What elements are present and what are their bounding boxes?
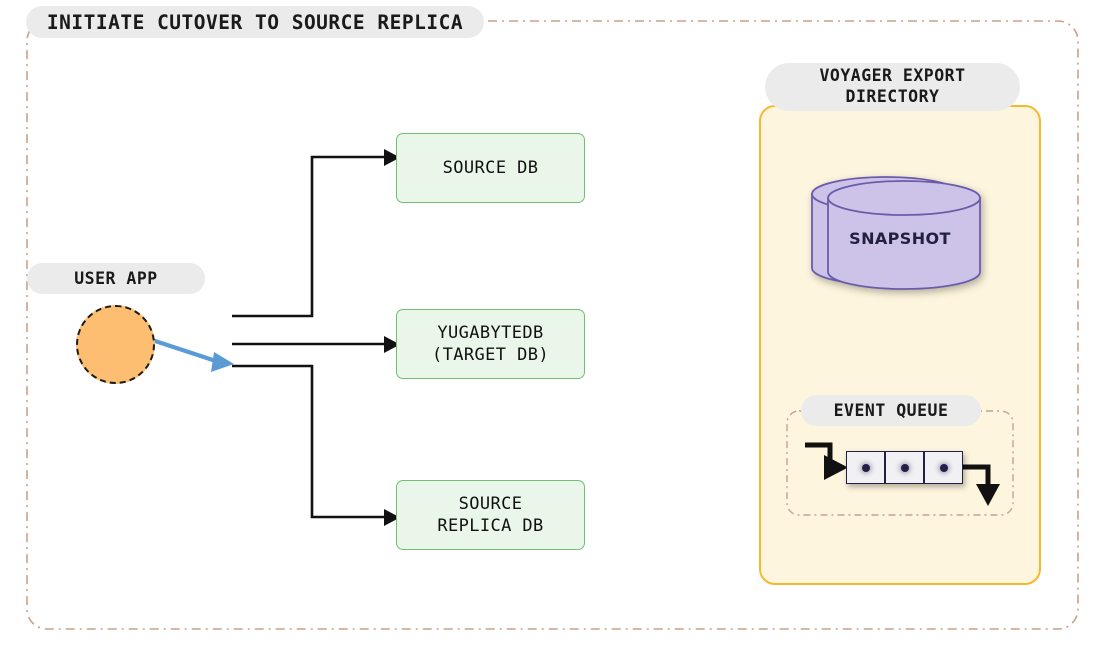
source-db-label: SOURCE DB	[442, 157, 539, 178]
source-replica-db-label-line-2: REPLICA DB	[437, 516, 544, 536]
event-queue-cell	[846, 451, 885, 484]
event-queue-cell	[924, 451, 963, 484]
target-db-box: YUGABYTEDB (TARGET DB)	[396, 309, 585, 379]
event-queue-frame-border	[786, 410, 1014, 516]
snapshot-cylinder: SNAPSHOT	[806, 172, 994, 292]
voyager-title-line-1: VOYAGER EXPORT	[819, 66, 966, 86]
event-dot-icon	[861, 463, 870, 472]
event-queue-title: EVENT QUEUE	[801, 395, 981, 426]
event-dot-icon	[900, 463, 909, 472]
event-queue-cells	[846, 451, 963, 484]
outer-cutover-frame	[26, 20, 1079, 630]
event-dot-icon	[939, 463, 948, 472]
target-db-label-line-1: YUGABYTEDB	[437, 322, 544, 343]
source-db-box: SOURCE DB	[396, 133, 585, 203]
snapshot-cylinder-body	[811, 176, 981, 290]
source-replica-db-label-line-1: SOURCE	[458, 493, 523, 514]
event-queue-cell	[885, 451, 924, 484]
user-app-label: USER APP	[27, 263, 205, 294]
source-replica-db-box: SOURCE REPLICA DB	[396, 480, 585, 550]
voyager-export-directory-title: VOYAGER EXPORT DIRECTORY	[765, 63, 1020, 111]
event-queue-frame	[786, 410, 1014, 516]
outer-frame-border	[26, 20, 1079, 630]
page-title: INITIATE CUTOVER TO SOURCE REPLICA	[26, 6, 484, 38]
target-db-label-line-2: (TARGET DB)	[432, 345, 549, 365]
user-app-circle	[76, 305, 155, 384]
voyager-title-line-2: DIRECTORY	[845, 87, 940, 106]
